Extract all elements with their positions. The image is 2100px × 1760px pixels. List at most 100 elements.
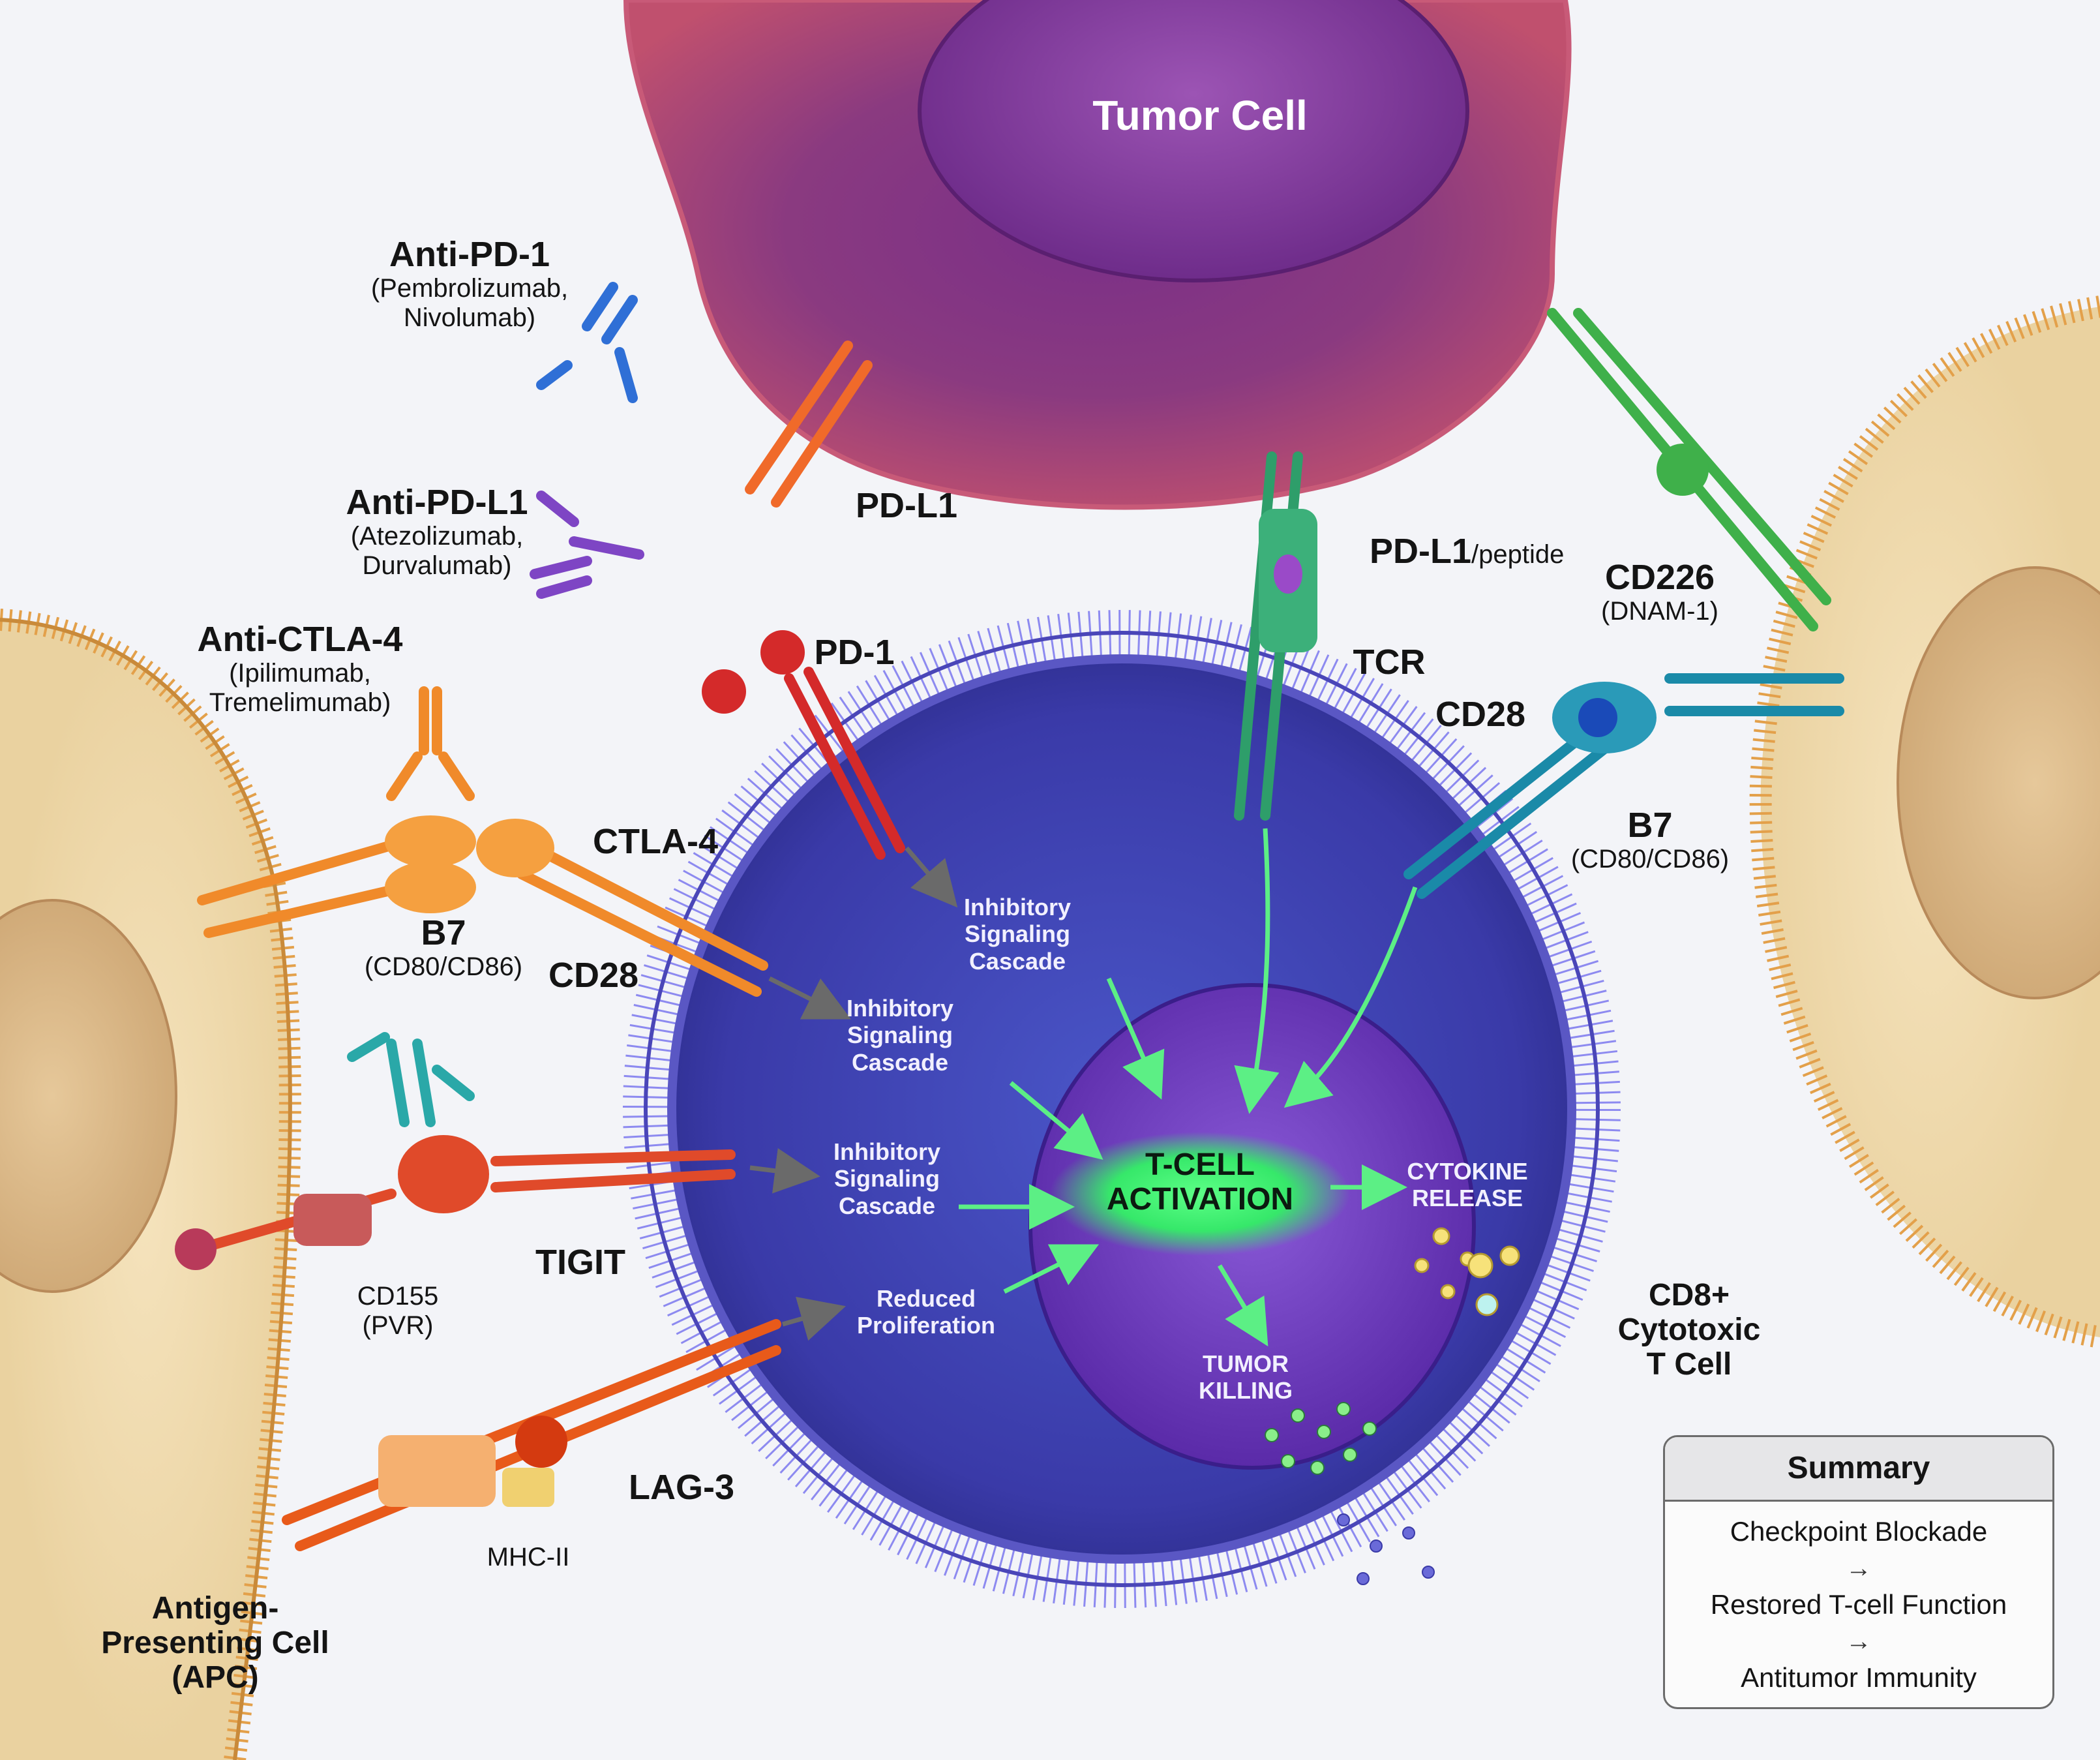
ctla4-b7-cd28-left <box>197 815 768 997</box>
t-cell-label-line1: CD8+ <box>1648 1278 1730 1312</box>
cd226-text: CD226 <box>1604 558 1715 597</box>
summary-title: Summary <box>1665 1437 2052 1502</box>
apc-label-line3: (APC) <box>172 1660 259 1695</box>
pdl1-label: PD-L1 <box>841 486 972 525</box>
pd-l1-receptor <box>745 341 873 508</box>
activation-line2: ACTIVATION <box>1106 1181 1294 1217</box>
peptide <box>1274 554 1302 594</box>
inhib3-line2: Signaling <box>834 1165 940 1192</box>
tumor-cell-label: Tumor Cell <box>1092 92 1308 139</box>
activation-glow <box>1050 1132 1350 1256</box>
apc-label: Antigen- Presenting Cell (APC) <box>78 1591 352 1695</box>
apc-label-line2: Presenting Cell <box>101 1625 329 1660</box>
cd28-b7-right <box>1403 673 1844 899</box>
anti-pd1-name: Anti-PD-1 <box>389 235 550 274</box>
summary-line1: Checkpoint Blockade <box>1730 1516 1988 1547</box>
tcr-text: TCR <box>1353 643 1426 682</box>
t-cell-label-line3: T Cell <box>1646 1346 1732 1382</box>
tcr-label: TCR <box>1343 643 1435 682</box>
tigit-text: TIGIT <box>535 1243 625 1282</box>
pdl1-peptide-main: PD-L1 <box>1370 532 1472 571</box>
summary-arrow1: → <box>1846 1554 1872 1583</box>
lag3-mhc2 <box>282 1319 781 1551</box>
ctla4-text: CTLA-4 <box>593 822 718 861</box>
cd28-left-label: CD28 <box>541 956 646 995</box>
cytokine-line2: RELEASE <box>1411 1185 1523 1212</box>
apc-right-nucleus <box>1897 566 2100 999</box>
tumor-cell <box>623 0 1572 510</box>
activation-line1: T-CELL <box>1145 1147 1255 1182</box>
reduced-line1: Reduced <box>876 1285 976 1312</box>
anti-ctla4-drug2: Tremelimumab) <box>209 688 391 718</box>
apc-right <box>1749 296 2100 1348</box>
cd28-left-text: CD28 <box>548 956 639 995</box>
summary-line3: Antitumor Immunity <box>1741 1662 1977 1693</box>
cd226-label: CD226 (DNAM-1) <box>1578 558 1741 626</box>
anti-pdl1-drug2: Durvalumab) <box>362 551 512 581</box>
apc-nucleus <box>0 899 177 1293</box>
anti-pdl1-label: Anti-PD-L1 (Atezolizumab, Durvalumab) <box>300 483 574 581</box>
cd155-alt: (PVR) <box>362 1311 434 1340</box>
anti-ctla4-antibody <box>386 686 475 801</box>
cd28-right-text: CD28 <box>1435 695 1526 734</box>
pd1-label: PD-1 <box>809 633 900 672</box>
reduced-line2: Proliferation <box>856 1312 996 1339</box>
anti-pdl1-drug1: (Atezolizumab, <box>350 522 524 551</box>
pd-1-receptor <box>702 630 905 860</box>
b7-right-alt: (CD80/CD86) <box>1570 845 1730 874</box>
apc-left <box>0 609 301 1760</box>
t-cell-label: CD8+ Cytotoxic T Cell <box>1591 1278 1787 1382</box>
green-arrows <box>959 828 1418 1347</box>
inhib3-line1: Inhibitory <box>833 1138 940 1165</box>
cytokine-line1: CYTOKINE <box>1407 1158 1528 1185</box>
summary-line2: Restored T-cell Function <box>1710 1589 2007 1620</box>
killing-line2: KILLING <box>1199 1377 1293 1404</box>
killing-granules <box>1265 1402 1435 1585</box>
t-cell-label-line2: Cytotoxic <box>1617 1312 1761 1347</box>
pdl1-peptide-label: PD-L1/peptide <box>1370 532 1591 571</box>
anti-pd1-antibody <box>536 282 638 403</box>
cytokine-granules <box>1414 1227 1520 1316</box>
killing-line1: TUMOR <box>1203 1350 1289 1377</box>
cd155-label: CD155 (PVR) <box>333 1282 463 1341</box>
inhib1-line2: Signaling <box>965 920 1070 948</box>
apc-label-line1: Antigen- <box>151 1591 279 1626</box>
t-cell-activation: T-CELL ACTIVATION <box>1070 1147 1330 1217</box>
grey-arrows <box>749 846 958 1341</box>
anti-pd1-label: Anti-PD-1 (Pembrolizumab, Nivolumab) <box>339 235 600 333</box>
reduced-proliferation: Reduced Proliferation <box>828 1285 1024 1339</box>
cd28-right-label: CD28 <box>1428 695 1533 734</box>
anti-pdl1-antibody <box>530 491 644 599</box>
tigit-cd155 <box>175 1135 736 1270</box>
anti-tigit-antibody <box>347 1032 475 1127</box>
inhib3-line3: Cascade <box>838 1192 936 1219</box>
inhib1-line1: Inhibitory <box>964 894 1071 920</box>
cd226-receptor <box>1547 308 1831 631</box>
cd155-text: CD155 <box>357 1282 439 1311</box>
inhib2-line1: Inhibitory <box>847 995 953 1022</box>
anti-ctla4-label: Anti-CTLA-4 (Ipilimumab, Tremelimumab) <box>170 620 430 718</box>
inhib2-line3: Cascade <box>851 1048 949 1076</box>
tumor-killing: TUMOR KILLING <box>1174 1350 1317 1404</box>
summary-body: Checkpoint Blockade → Restored T-cell Fu… <box>1665 1502 2052 1696</box>
b7-left-text: B7 <box>421 913 466 952</box>
pdl1-peptide-suffix: /peptide <box>1471 540 1565 569</box>
lag3-text: LAG-3 <box>629 1468 734 1507</box>
inhibitory-cascade-1: Inhibitory Signaling Cascade <box>933 894 1102 975</box>
pd1-text: PD-1 <box>814 633 895 672</box>
anti-pd1-drug1: (Pembrolizumab, <box>370 274 569 303</box>
cytokine-release: CYTOKINE RELEASE <box>1383 1158 1552 1212</box>
ctla4-label: CTLA-4 <box>580 822 730 861</box>
inhibitory-cascade-2: Inhibitory Signaling Cascade <box>815 995 985 1076</box>
anti-ctla4-name: Anti-CTLA-4 <box>197 620 403 659</box>
t-cell <box>623 610 1621 1608</box>
mhc2-text: MHC-II <box>487 1543 570 1571</box>
pdl1-text: PD-L1 <box>855 486 957 525</box>
b7-right-text: B7 <box>1627 806 1673 845</box>
anti-pd1-drug2: Nivolumab) <box>403 303 536 333</box>
anti-pdl1-name: Anti-PD-L1 <box>346 483 528 522</box>
b7-left-label: B7 (CD80/CD86) <box>346 913 541 982</box>
summary-box: Summary Checkpoint Blockade → Restored T… <box>1663 1435 2054 1709</box>
inhib1-line3: Cascade <box>968 947 1066 975</box>
